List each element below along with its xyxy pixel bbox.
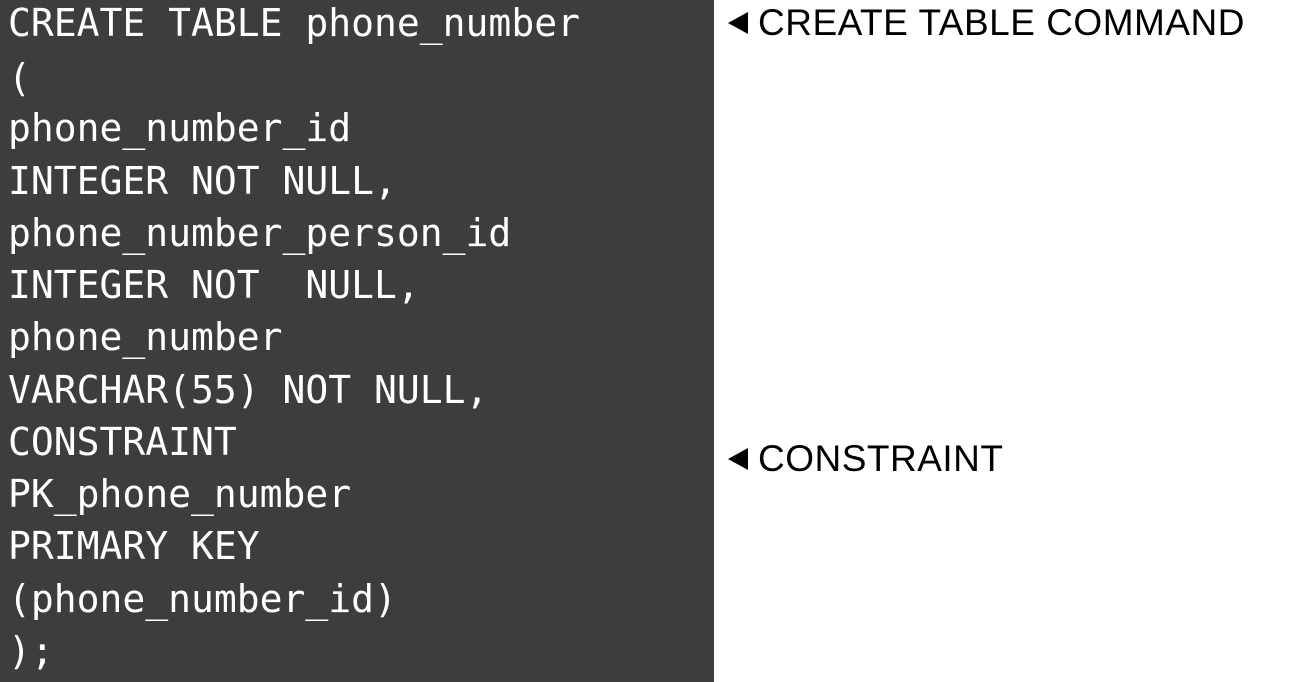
code-line: phone_number_id <box>8 106 352 150</box>
code-line: CONSTRAINT <box>8 420 237 464</box>
code-line: CREATE TABLE phone_number <box>8 1 580 45</box>
code-line: INTEGER NOT NULL, <box>8 263 420 307</box>
code-line: VARCHAR(55) NOT NULL, <box>8 368 489 412</box>
code-line: phone_number_person_id <box>8 211 512 255</box>
code-line: ); <box>8 629 54 673</box>
code-line: INTEGER NOT NULL, <box>8 159 397 203</box>
code-line: phone_number <box>8 315 283 359</box>
create-table-label: CREATE TABLE COMMAND <box>758 2 1245 43</box>
constraint-annotation: CONSTRAINT <box>728 438 1004 479</box>
code-line: (phone_number_id) <box>8 577 397 621</box>
code-line: ( <box>8 56 31 100</box>
left-arrow-icon <box>728 12 748 34</box>
code-line: PRIMARY KEY <box>8 524 260 568</box>
left-arrow-icon <box>728 448 748 470</box>
code-line: PK_phone_number <box>8 472 352 516</box>
constraint-label: CONSTRAINT <box>758 438 1004 479</box>
sql-code-block: CREATE TABLE phone_number ( phone_number… <box>0 0 714 682</box>
create-table-annotation: CREATE TABLE COMMAND <box>728 2 1245 43</box>
